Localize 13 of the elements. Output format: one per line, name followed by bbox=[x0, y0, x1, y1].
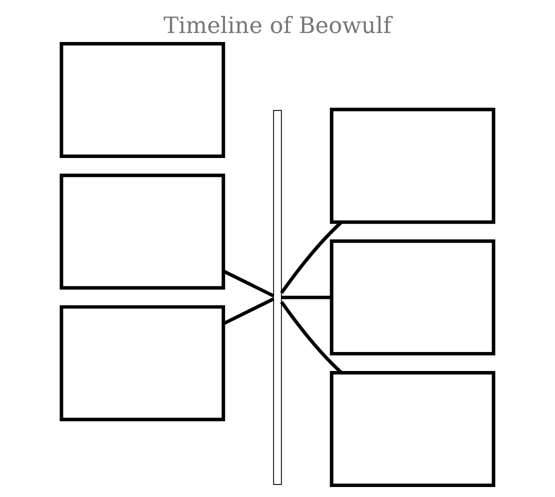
node-bar bbox=[273, 110, 282, 485]
node-box bbox=[60, 305, 226, 422]
connector bbox=[281, 296, 332, 300]
connector bbox=[280, 300, 342, 374]
connector bbox=[280, 221, 342, 294]
node-box bbox=[330, 371, 496, 488]
diagram-title: Timeline of Beowulf bbox=[164, 13, 392, 40]
node-box bbox=[330, 108, 496, 224]
node-box bbox=[330, 239, 496, 356]
connector bbox=[222, 270, 274, 298]
connector bbox=[222, 297, 274, 326]
node-box bbox=[60, 174, 226, 290]
node-box bbox=[60, 42, 226, 158]
